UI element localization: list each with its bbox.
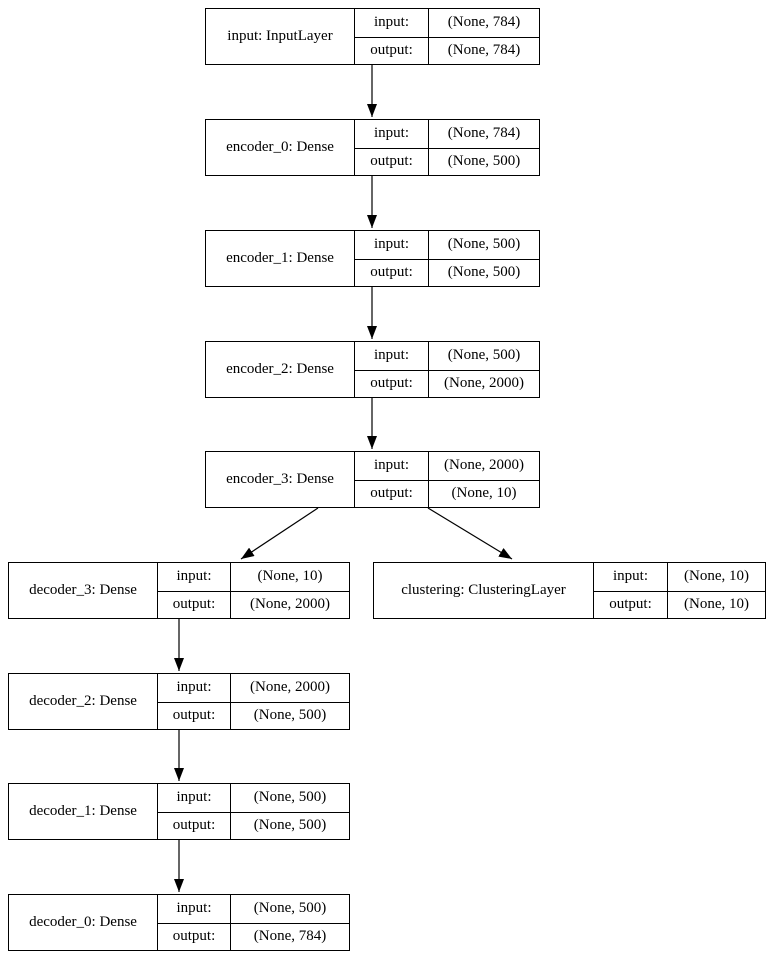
io-label: input: (158, 895, 231, 923)
layer-name: input: InputLayer (206, 9, 355, 64)
layer-name: encoder_3: Dense (206, 452, 355, 507)
io-shape: (None, 784) (447, 14, 521, 31)
io-label: output: (355, 36, 429, 64)
io-shape: (None, 500) (253, 900, 327, 917)
io-label: output: (355, 369, 429, 397)
io-label: input: (158, 784, 231, 812)
layer-name: decoder_2: Dense (9, 674, 158, 729)
io-label: input: (594, 563, 668, 591)
io-shape: (None, 2000) (231, 590, 349, 619)
io-shape: (None, 10) (257, 568, 323, 585)
io-label: output: (594, 590, 668, 618)
node-clustering: clustering: ClusteringLayer input: (None… (373, 562, 766, 619)
io-shape: (None, 500) (231, 811, 349, 840)
io-shape: (None, 2000) (444, 457, 524, 474)
layer-name: encoder_0: Dense (206, 120, 355, 175)
io-shape: (None, 10) (684, 568, 749, 585)
io-label: output: (355, 147, 429, 175)
io-label: input: (158, 563, 231, 591)
io-shape: (None, 10) (429, 479, 539, 508)
node-input: input: InputLayer input: (None, 784) out… (205, 8, 540, 65)
io-shape: (None, 10) (668, 590, 765, 619)
node-encoder_3: encoder_3: Dense input: (None, 2000) out… (205, 451, 540, 508)
layer-name: clustering: ClusteringLayer (374, 563, 594, 618)
io-label: output: (355, 479, 429, 507)
io-label: input: (355, 120, 429, 148)
edge-encoder_3-to-decoder_3 (240, 507, 319, 560)
io-shape: (None, 784) (231, 922, 349, 951)
io-shape: (None, 500) (253, 789, 327, 806)
io-label: input: (355, 452, 429, 480)
node-encoder_1: encoder_1: Dense input: (None, 500) outp… (205, 230, 540, 287)
io-label: output: (158, 701, 231, 729)
layer-name: decoder_0: Dense (9, 895, 158, 950)
io-shape: (None, 500) (429, 147, 539, 176)
io-label: input: (355, 231, 429, 259)
io-shape: (None, 500) (429, 258, 539, 287)
io-label: output: (355, 258, 429, 286)
io-label: input: (158, 674, 231, 702)
io-shape: (None, 2000) (250, 679, 330, 696)
edge-encoder_3-to-clustering (427, 507, 513, 560)
layer-name: decoder_3: Dense (9, 563, 158, 618)
io-shape: (None, 500) (231, 701, 349, 730)
layer-name: encoder_2: Dense (206, 342, 355, 397)
layer-name: encoder_1: Dense (206, 231, 355, 286)
io-label: output: (158, 922, 231, 950)
io-label: input: (355, 342, 429, 370)
io-shape: (None, 2000) (429, 369, 539, 398)
io-shape: (None, 500) (447, 347, 521, 364)
io-label: input: (355, 9, 429, 37)
node-encoder_0: encoder_0: Dense input: (None, 784) outp… (205, 119, 540, 176)
io-label: output: (158, 590, 231, 618)
node-decoder_3: decoder_3: Dense input: (None, 10) outpu… (8, 562, 350, 619)
node-decoder_1: decoder_1: Dense input: (None, 500) outp… (8, 783, 350, 840)
io-label: output: (158, 811, 231, 839)
io-shape: (None, 784) (429, 36, 539, 65)
io-shape: (None, 500) (447, 236, 521, 253)
io-shape: (None, 784) (447, 125, 521, 142)
node-decoder_2: decoder_2: Dense input: (None, 2000) out… (8, 673, 350, 730)
layer-name: decoder_1: Dense (9, 784, 158, 839)
node-encoder_2: encoder_2: Dense input: (None, 500) outp… (205, 341, 540, 398)
node-decoder_0: decoder_0: Dense input: (None, 500) outp… (8, 894, 350, 951)
